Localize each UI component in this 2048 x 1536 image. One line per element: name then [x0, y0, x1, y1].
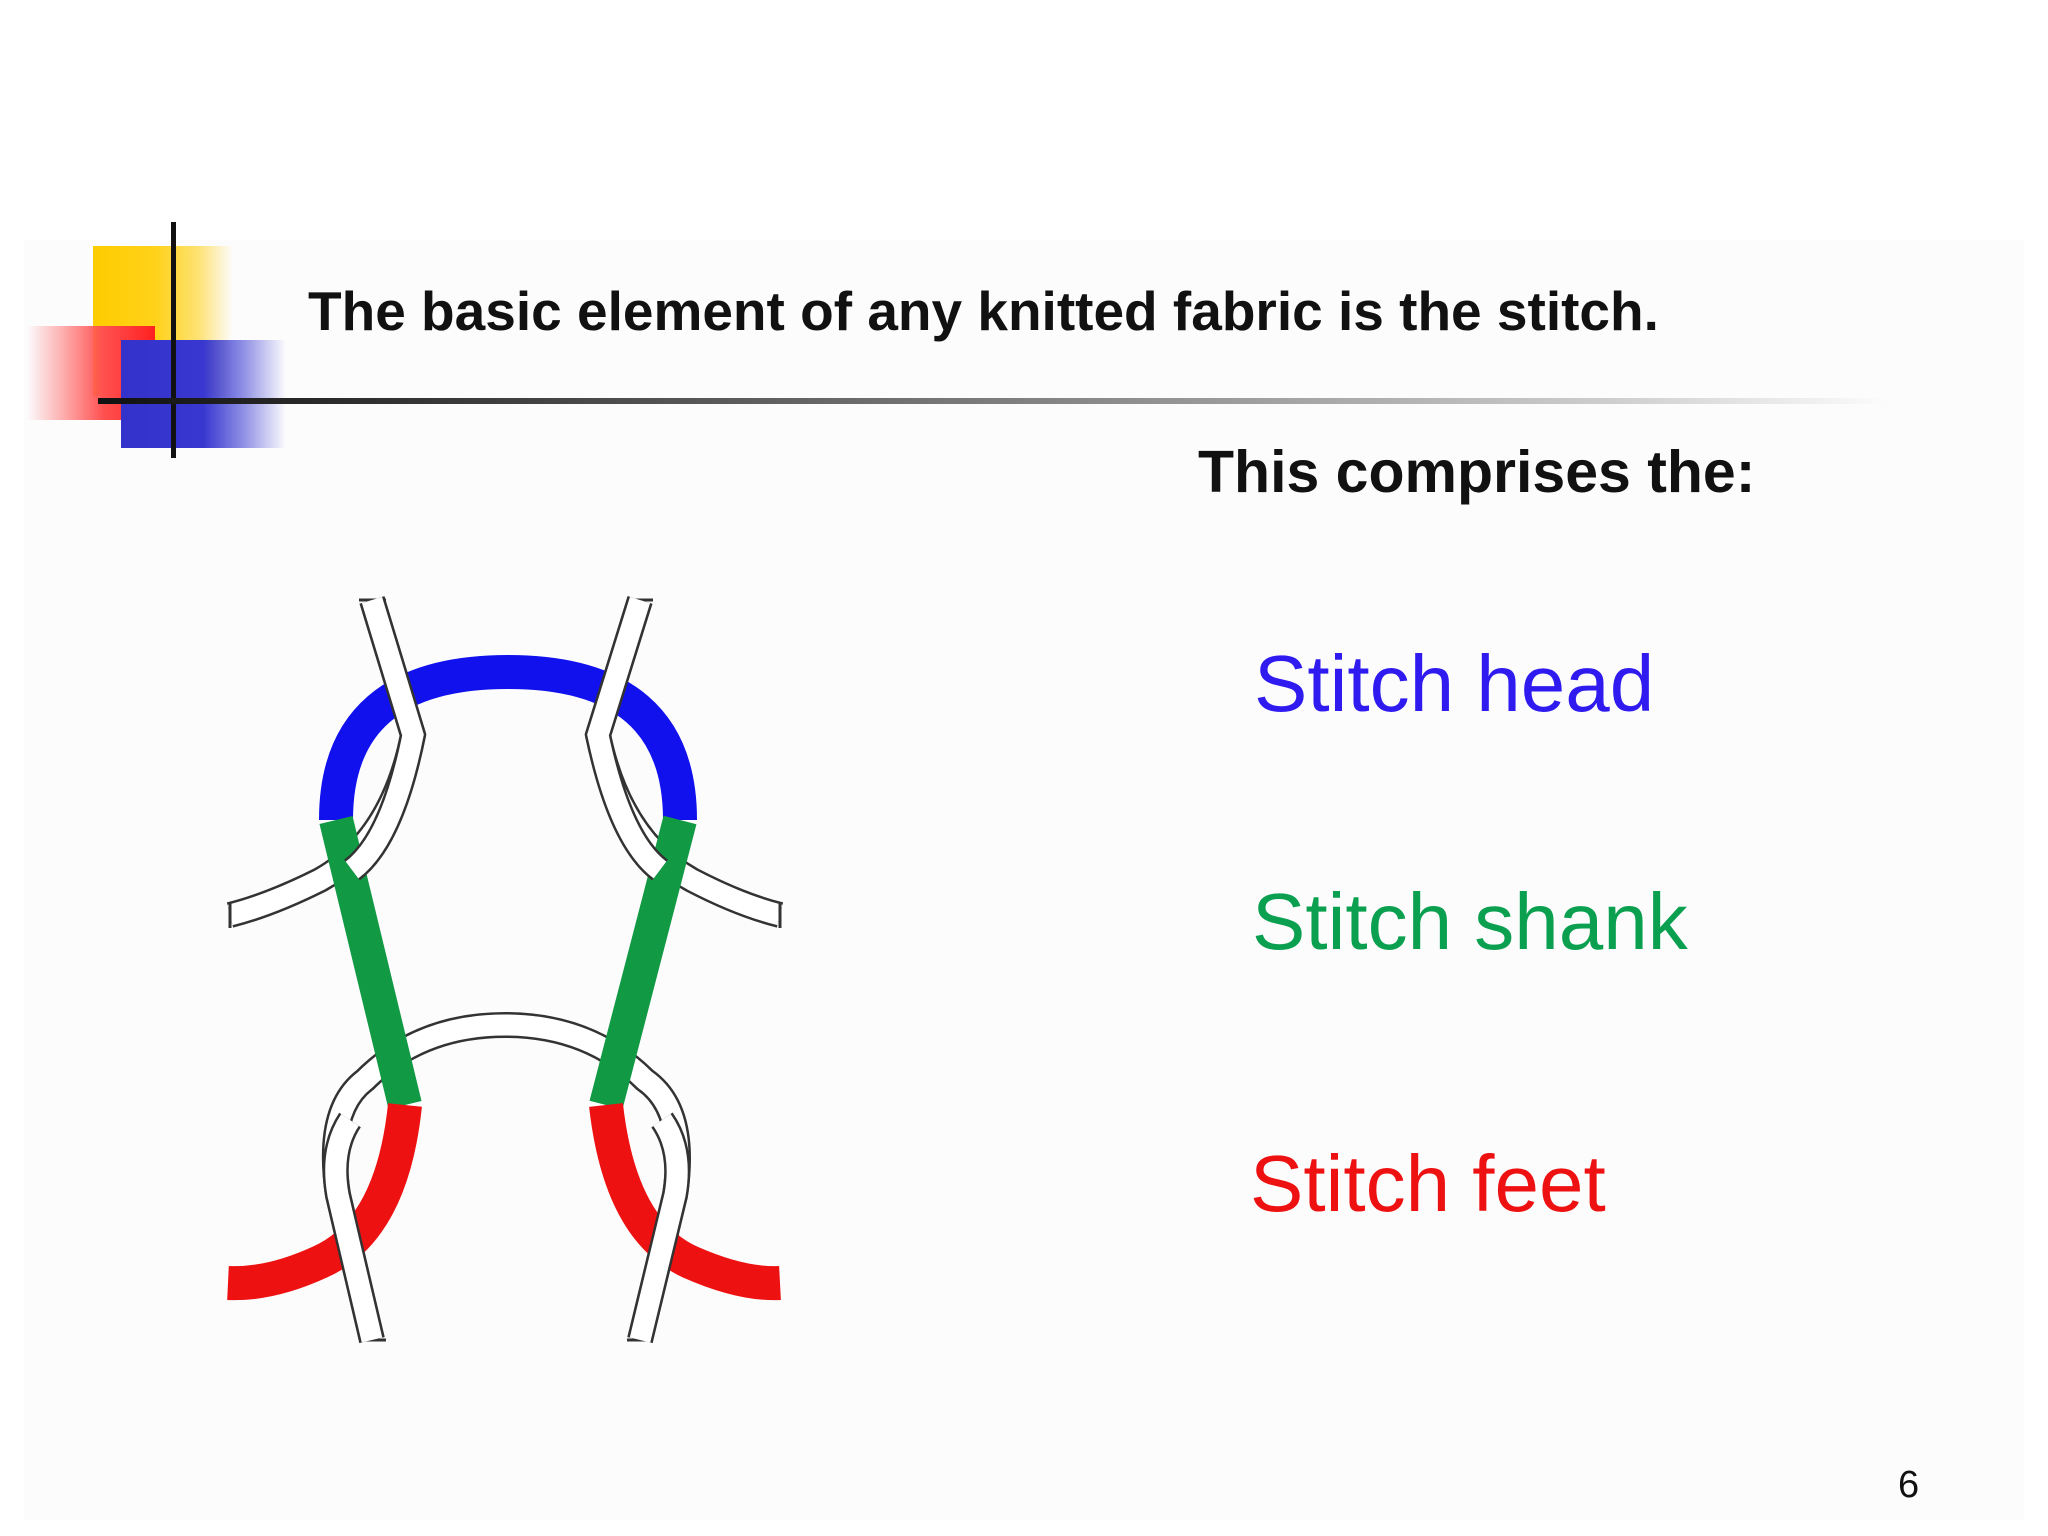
stitch-foot-right [589, 1103, 781, 1301]
stitch-shank-right [589, 815, 697, 1110]
background-yarn-loops [226, 596, 784, 1344]
stitch-head-segment [319, 655, 697, 821]
title-underline [98, 398, 1888, 404]
page-number: 6 [1898, 1464, 1920, 1506]
label-stitch-feet: Stitch feet [1250, 1139, 1606, 1228]
slide-subtitle: This comprises the: [1198, 439, 1756, 505]
stitch-loop [227, 655, 781, 1301]
yarn-crossings [322, 596, 691, 1344]
label-stitch-shank: Stitch shank [1252, 877, 1688, 966]
stitch-foot-left [227, 1103, 422, 1301]
stitch-shank-left [319, 815, 422, 1110]
label-stitch-head: Stitch head [1254, 639, 1655, 728]
title-decoration-vertical-line [171, 222, 176, 458]
title-decoration-blue-square [121, 340, 286, 448]
slide-title: The basic element of any knitted fabric … [308, 280, 1659, 342]
